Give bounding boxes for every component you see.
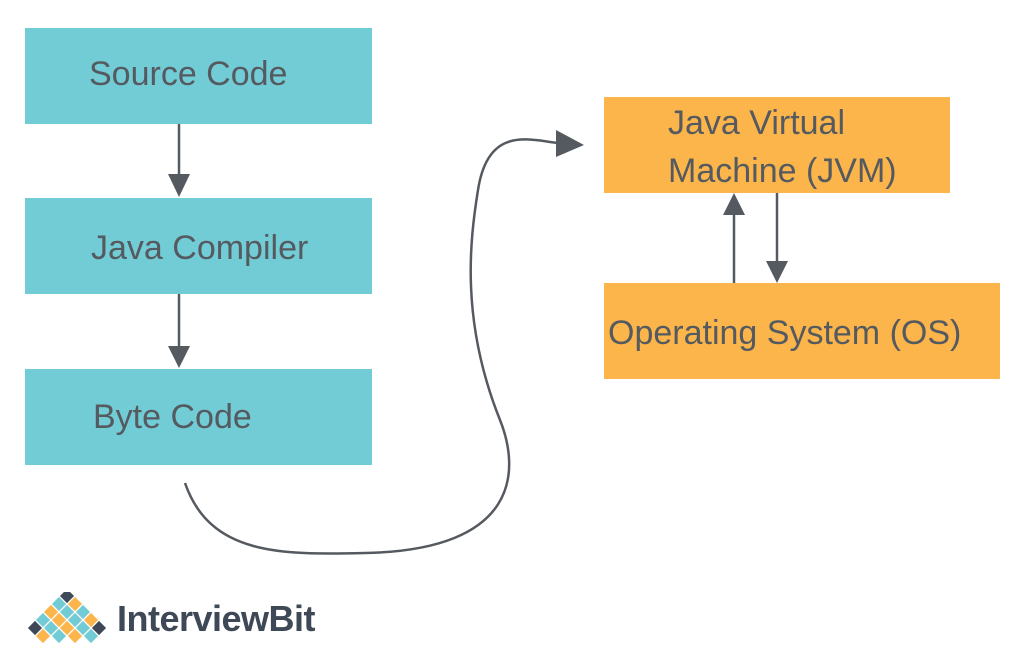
java-compiler-node: Java Compiler	[25, 198, 372, 294]
java-compiler-label: Java Compiler	[91, 229, 309, 267]
byte-code-label: Byte Code	[93, 398, 252, 436]
byte-code-node: Byte Code	[25, 369, 372, 465]
brand-name: InterviewBit	[117, 598, 316, 639]
os-node: Operating System (OS)	[604, 283, 1000, 379]
logo-diamond-icon	[27, 592, 107, 644]
source-code-label: Source Code	[89, 55, 288, 93]
jvm-node: Java Virtual Machine (JVM)	[604, 97, 950, 193]
arrowhead-jvm-to-os	[766, 261, 788, 283]
arrowhead-os-to-jvm	[723, 193, 745, 215]
arrowhead-source-to-compiler	[168, 174, 190, 197]
arrowhead-bytecode-to-jvm	[556, 130, 584, 157]
source-code-node: Source Code	[25, 28, 372, 124]
interviewbit-logo: InterviewBit	[25, 592, 325, 652]
os-label: Operating System (OS)	[608, 314, 962, 352]
jvm-label-line2: Machine (JVM)	[668, 152, 897, 190]
arrowhead-compiler-to-bytecode	[168, 346, 190, 368]
jvm-label-line1: Java Virtual	[668, 104, 846, 142]
